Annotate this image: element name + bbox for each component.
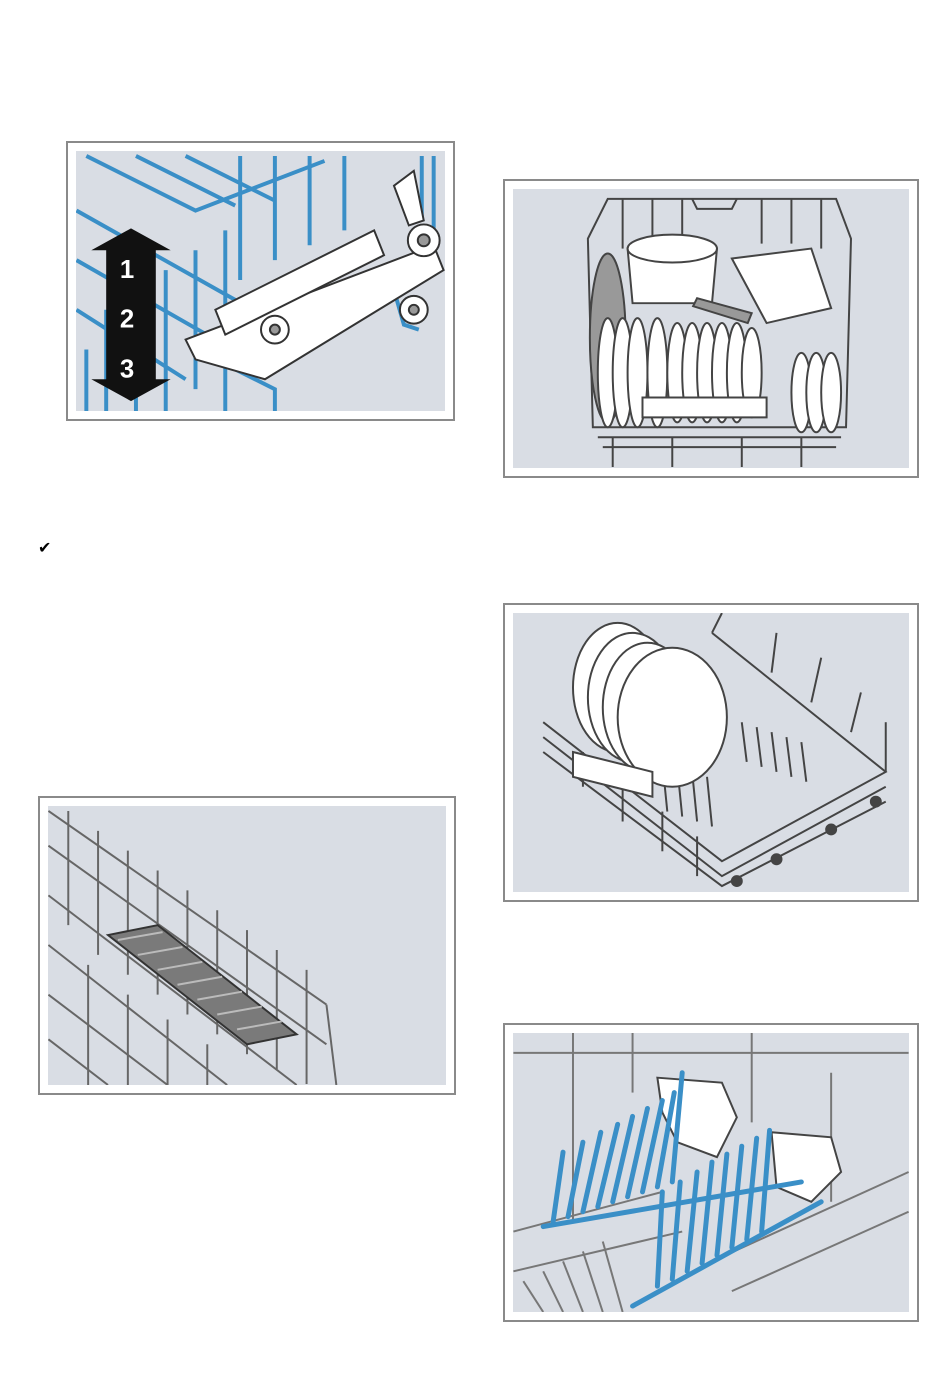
figure-rack-height-adjuster: 1 2 3: [66, 141, 455, 421]
basket-shelf-illustration: [48, 806, 446, 1085]
bowl: [628, 235, 717, 304]
folding-tines-illustration: [513, 1033, 909, 1312]
figure-lower-basket-large-plates: [503, 603, 919, 902]
check-icon: ✔: [38, 541, 51, 557]
figure-upper-basket-loaded: [503, 179, 919, 478]
shelf-grate: [108, 925, 297, 1044]
level-1-label: 1: [120, 256, 134, 284]
upper-basket-illustration: [513, 189, 909, 468]
figure-basket-shelf: [38, 796, 456, 1095]
lower-basket-wheels: [731, 796, 882, 887]
level-2-label: 2: [120, 306, 134, 334]
figure-folding-tines: [503, 1023, 919, 1322]
tine-hinges: [657, 1078, 841, 1202]
plate-holder-bar: [642, 398, 766, 418]
lower-basket-illustration: [513, 613, 909, 892]
rack-height-adjuster-illustration: 1 2 3: [76, 151, 445, 411]
level-3-label: 3: [120, 355, 134, 383]
basket-wires: [48, 811, 336, 1085]
